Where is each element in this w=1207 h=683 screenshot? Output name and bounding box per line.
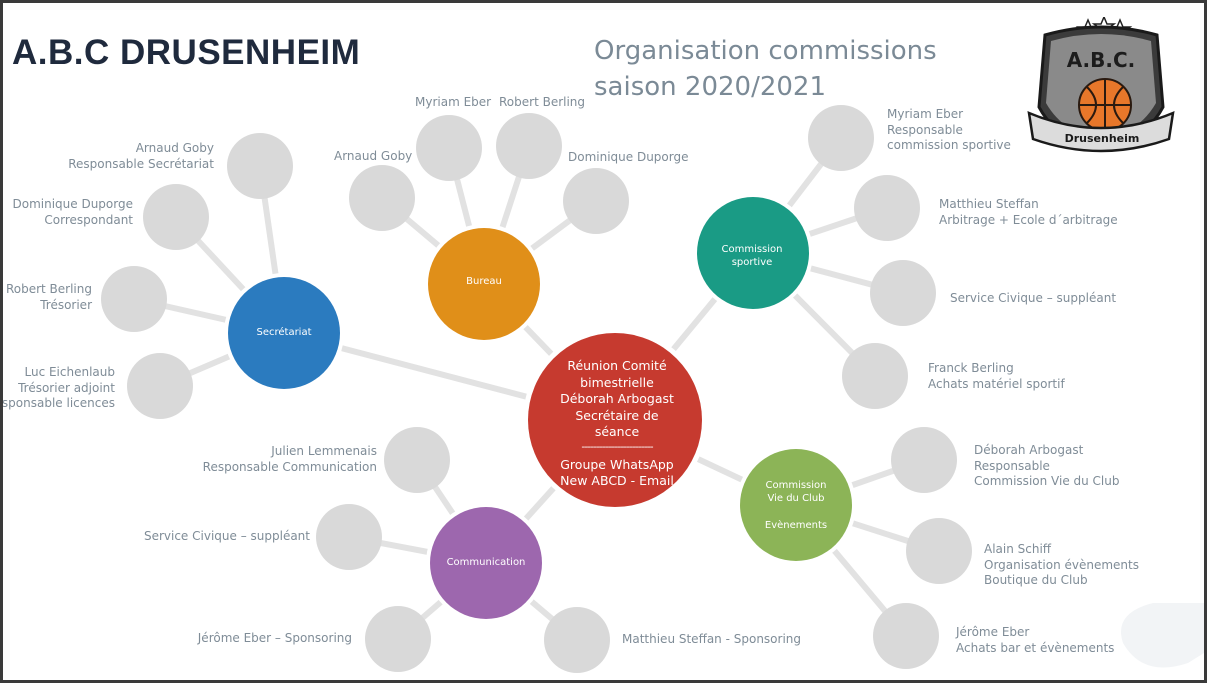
logo-name: Drusenheim: [1065, 132, 1140, 145]
member-circle: [544, 607, 610, 673]
basketball-seams: [1079, 79, 1131, 131]
hub-label-communication: Communication: [446, 557, 526, 568]
member-circle: [906, 518, 972, 584]
slide: A.B.C DRUSENHEIM Organisation commission…: [3, 3, 1204, 680]
member-circle: [349, 165, 415, 231]
member-circle: [873, 603, 939, 669]
member-label: Service Civique – suppléant: [143, 529, 310, 543]
member-label: Jérôme Eber – Sponsoring: [197, 631, 352, 645]
hub-label-secretariat: Secrétariat: [256, 327, 312, 338]
member-label: Myriam Eber: [415, 95, 492, 109]
hub-circle-vie-du-club: [740, 449, 852, 561]
member-circle: [891, 427, 957, 493]
member-label: Service Civique – suppléant: [950, 291, 1117, 305]
member-circle: [227, 133, 293, 199]
member-circle: [842, 343, 908, 409]
member-circle: [316, 504, 382, 570]
member-label: Robert Berling: [499, 95, 586, 109]
watermark-decoration: [1121, 603, 1204, 668]
page-title: A.B.C DRUSENHEIM: [12, 33, 361, 72]
member-circle: [384, 427, 450, 493]
club-logo: A.B.C. Drusenheim: [1027, 17, 1175, 153]
hub-circle-communication: [430, 507, 542, 619]
hub-circle-bureau: [428, 228, 540, 340]
member-circle: [870, 260, 936, 326]
member-label: Arnaud Goby: [334, 149, 413, 163]
org-diagram: [101, 105, 1204, 673]
member-circle: [496, 113, 562, 179]
central-meeting-label: Réunion Comité bimestrielle Déborah Arbo…: [560, 358, 674, 488]
page-subtitle: Organisation commissions saison 2020/202…: [594, 33, 937, 105]
member-circle: [143, 184, 209, 250]
member-circle: [127, 353, 193, 419]
hub-circle-secretariat: [228, 277, 340, 389]
member-circle: [563, 168, 629, 234]
logo-initials: A.B.C.: [1067, 48, 1136, 72]
member-label: Matthieu Steffan - Sponsoring: [622, 632, 802, 646]
subtitle-line: saison 2020/2021: [594, 72, 826, 102]
member-label: Dominique Duporge: [568, 150, 689, 164]
hub-label-bureau: Bureau: [466, 276, 502, 287]
member-circle: [854, 175, 920, 241]
subtitle-line: Organisation commissions: [594, 36, 937, 66]
logo-banner: [1027, 110, 1175, 153]
member-circle: [101, 266, 167, 332]
central-circle: [528, 333, 702, 507]
member-circle: [808, 105, 874, 171]
member-circle: [416, 115, 482, 181]
member-circle: [365, 606, 431, 672]
hub-circle-commission-sportive: [697, 197, 809, 309]
